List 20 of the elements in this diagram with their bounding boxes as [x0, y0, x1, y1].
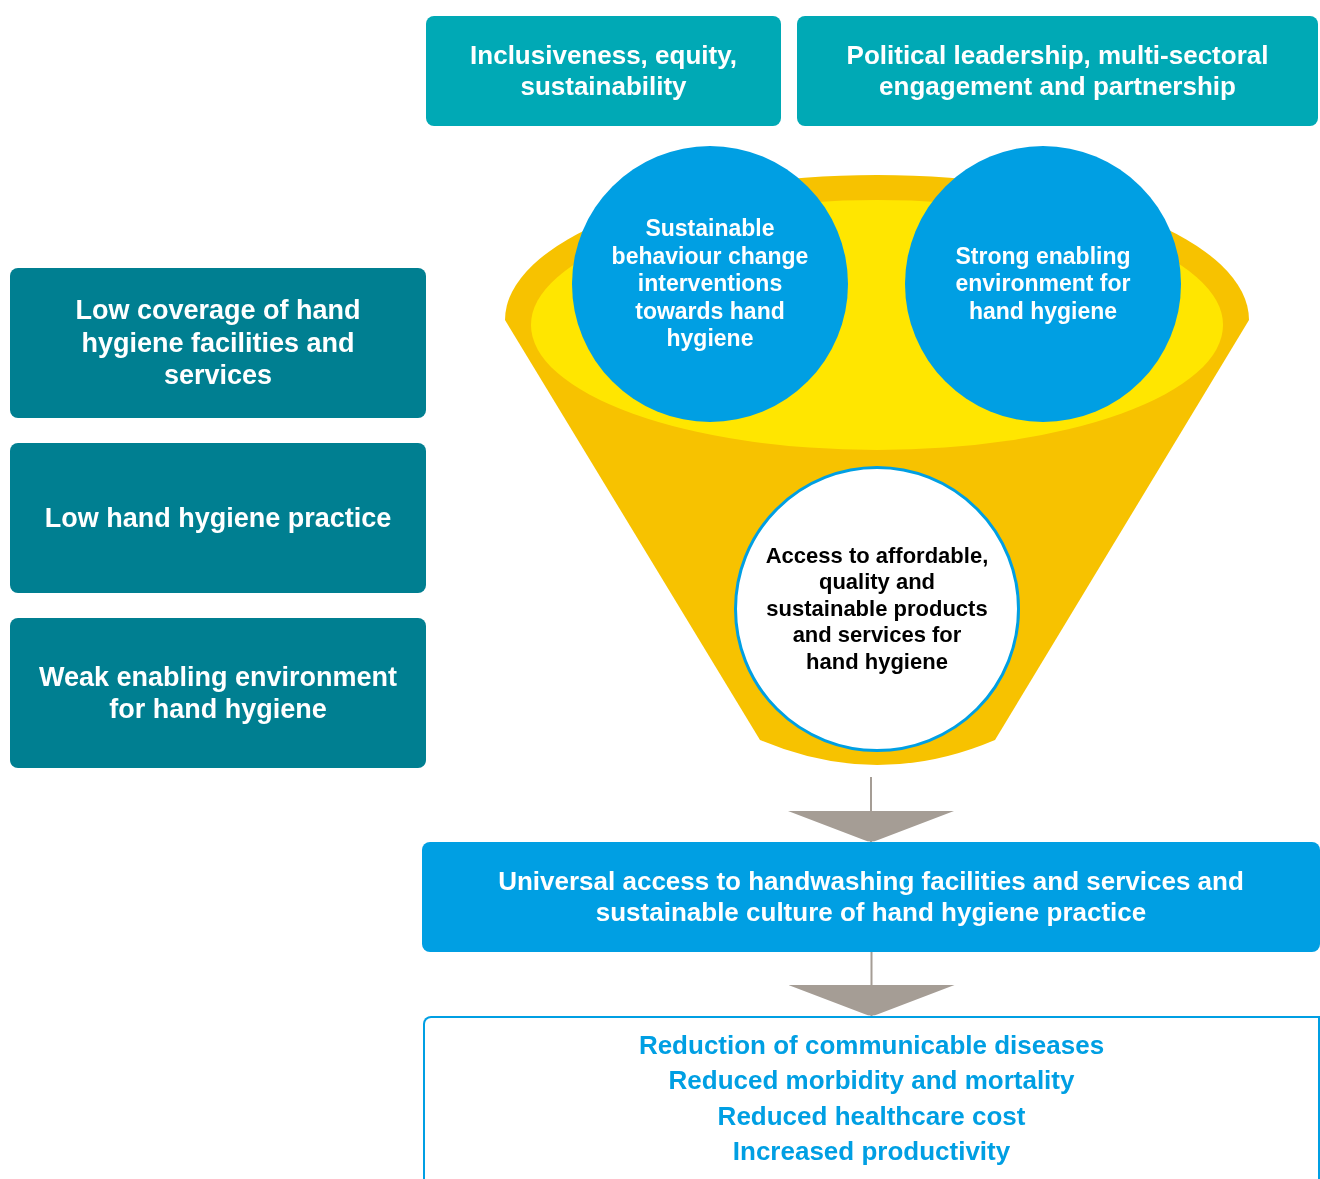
node-text: Universal access to handwashing facilities and services and sustainable culture of hand hygiene practice — [497, 865, 1245, 929]
outcome-box — [423, 1016, 1320, 1179]
node-text: Sustainable behaviour change interventions towards hand hygiene — [610, 215, 810, 353]
node-text: Access to affordable, quality and sustainable products and services for hand hygiene — [765, 543, 989, 675]
principle-box — [426, 16, 781, 126]
outcome-text: Reduction of communicable diseases — [638, 1029, 1105, 1062]
problem-box — [10, 618, 426, 768]
node-text: Strong enabling environment for hand hygiene — [954, 242, 1132, 326]
outcome-text: Reduced morbidity and mortality — [668, 1064, 1075, 1098]
node-text: Inclusiveness, equity, sustainability — [469, 39, 738, 103]
node-text: Weak enabling environment for hand hygiene — [37, 660, 399, 726]
problem-box — [10, 268, 426, 418]
node-text: Low coverage of hand hygiene facilities and services — [74, 294, 362, 392]
outcome-text: Reduced healthcare cost — [717, 1099, 1026, 1133]
problem-box — [10, 443, 426, 593]
goal-box — [422, 842, 1320, 952]
node-text: Low hand hygiene practice — [44, 501, 392, 535]
principle-box — [797, 16, 1318, 126]
node-text: Political leadership, multi-sectoral engagement and partnership — [845, 39, 1270, 103]
outcome-text: Increased productivity — [732, 1135, 1011, 1169]
